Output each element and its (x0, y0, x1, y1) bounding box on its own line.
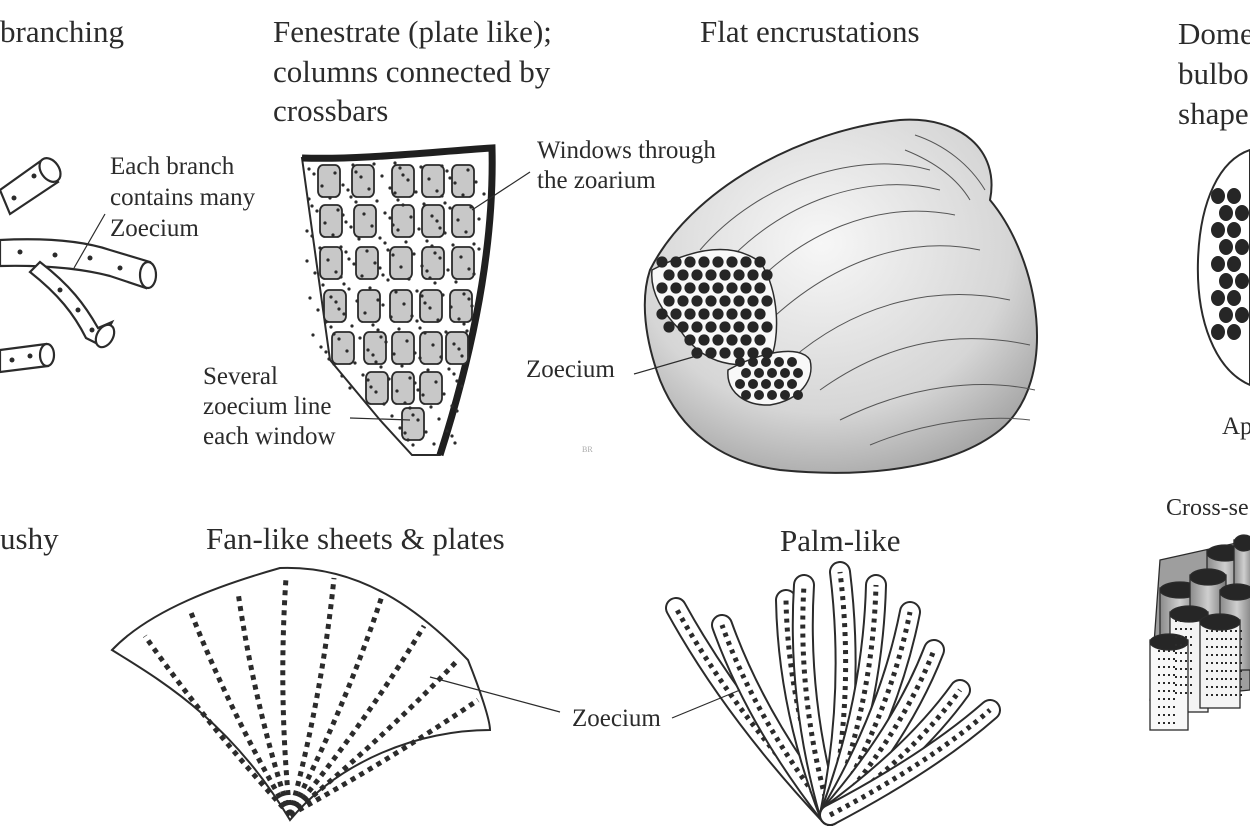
branch-note-line1: Each branch (110, 153, 235, 180)
title-dome-line3: shape (1178, 96, 1249, 131)
window (419, 371, 443, 405)
title-palm-like: Palm-like (780, 523, 901, 558)
window (419, 331, 443, 365)
window (451, 164, 475, 198)
window (451, 246, 475, 280)
title-bushy: ushy (0, 521, 59, 556)
window (389, 246, 413, 280)
window (365, 371, 389, 405)
branch-main (0, 238, 152, 290)
window (363, 331, 387, 365)
zoecium-label-fan: Zoecium (572, 705, 661, 732)
window (449, 289, 473, 323)
window (391, 331, 415, 365)
shell-with-encrustations (633, 118, 1038, 474)
branch-note-line2: contains many (110, 184, 256, 211)
window (331, 331, 355, 365)
fenestrate-plate (300, 144, 531, 457)
title-fan-like: Fan-like sheets & plates (206, 521, 505, 556)
dome-colony (1196, 148, 1250, 387)
fan-colony (110, 566, 561, 822)
window (317, 164, 341, 198)
title-branching: branching (0, 14, 124, 49)
window (419, 289, 443, 323)
window (319, 246, 343, 280)
window (391, 164, 415, 198)
window-grid (317, 164, 475, 441)
windows-note-line1: Windows through (537, 137, 716, 164)
window (421, 204, 445, 238)
title-flat-encrustations: Flat encrustations (700, 14, 920, 49)
title-fenestrate-line3: crossbars (273, 93, 389, 128)
window (389, 289, 413, 323)
windows-note-line2: the zoarium (537, 167, 656, 194)
window (351, 164, 375, 198)
branch-note-line3: Zoecium (110, 215, 199, 242)
title-cross-section: Cross-se (1166, 495, 1249, 521)
window (421, 246, 445, 280)
title-dome-line2: bulbo (1178, 56, 1249, 91)
several-note-line3: each window (203, 423, 336, 450)
window (445, 331, 469, 365)
window (323, 289, 347, 323)
title-fenestrate-line1: Fenestrate (plate like); (273, 14, 552, 49)
window (391, 371, 415, 405)
window (451, 204, 475, 238)
cross-section-tubes (1149, 534, 1250, 731)
window (355, 246, 379, 280)
window (357, 289, 381, 323)
branching-colony (0, 157, 158, 374)
window (401, 407, 425, 441)
window (421, 164, 445, 198)
dome-caption: Ap (1222, 413, 1250, 440)
window (391, 204, 415, 238)
zoecium-label-flat: Zoecium (526, 356, 615, 383)
title-dome-line1: Dome (1178, 16, 1250, 51)
several-note-line1: Several (203, 363, 278, 390)
window (353, 204, 377, 238)
zoecium-dots (305, 161, 486, 447)
title-fenestrate-line2: columns connected by (273, 54, 551, 89)
several-note-line2: zoecium line (203, 393, 332, 420)
window (319, 204, 343, 238)
watermark: BR (582, 445, 593, 454)
palm-colony (665, 561, 1001, 826)
